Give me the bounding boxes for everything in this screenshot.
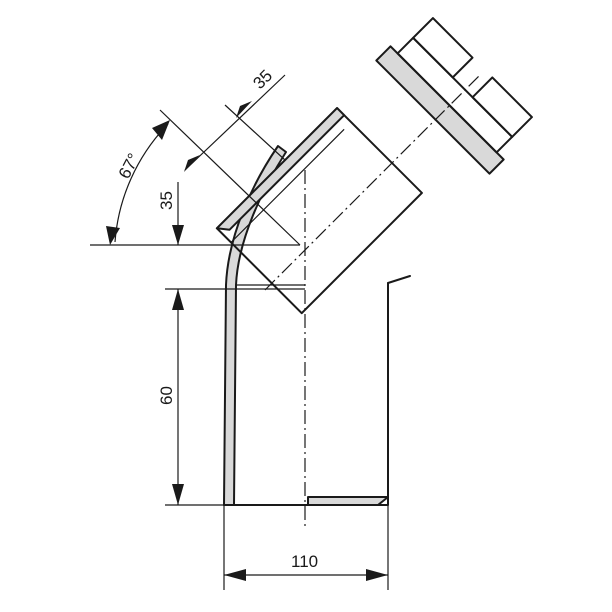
offset-height-arrow [172,225,184,245]
spigot-length-label: 60 [157,386,176,405]
angle-arc [114,123,169,243]
pipe-bend-right [387,275,411,284]
pipe-bottom-wall [307,496,389,506]
diameter-arrow-right [366,569,388,581]
angle-dimension: 67° [106,120,170,245]
pipe-socket [215,107,423,315]
offset-height-label: 35 [157,191,176,210]
cap-ring-outer [396,36,514,154]
angle-label: 67° [115,150,144,182]
offset-height-dimension: 35 [157,182,184,245]
socket-depth-dimension: 35 [184,66,286,172]
socket-depth-arrow-right [236,101,252,118]
diameter-dimension: 110 [224,552,388,581]
socket-cap [375,17,533,175]
spigot-length-dimension: 60 [157,289,184,505]
cap-ring-lower [471,76,533,138]
diameter-label: 110 [291,552,318,571]
diameter-arrow-left [224,569,246,581]
socket-inner-line [230,128,345,243]
spigot-length-arrow-top [172,289,184,310]
angle-reference-line [159,109,301,246]
socket-wall [215,107,346,231]
pipe-lower-outline [223,282,389,506]
socket-depth-line [184,74,286,171]
socket-ext-line [224,104,286,161]
socket-depth-arrow-left [184,155,200,172]
angle-arrow-bottom [106,226,120,245]
spigot-length-arrow-bottom [172,484,184,505]
angled-centerline [264,74,481,291]
cap-ring-inner [412,17,474,79]
angle-arrow-top [152,120,170,140]
socket-depth-label: 35 [249,66,276,93]
